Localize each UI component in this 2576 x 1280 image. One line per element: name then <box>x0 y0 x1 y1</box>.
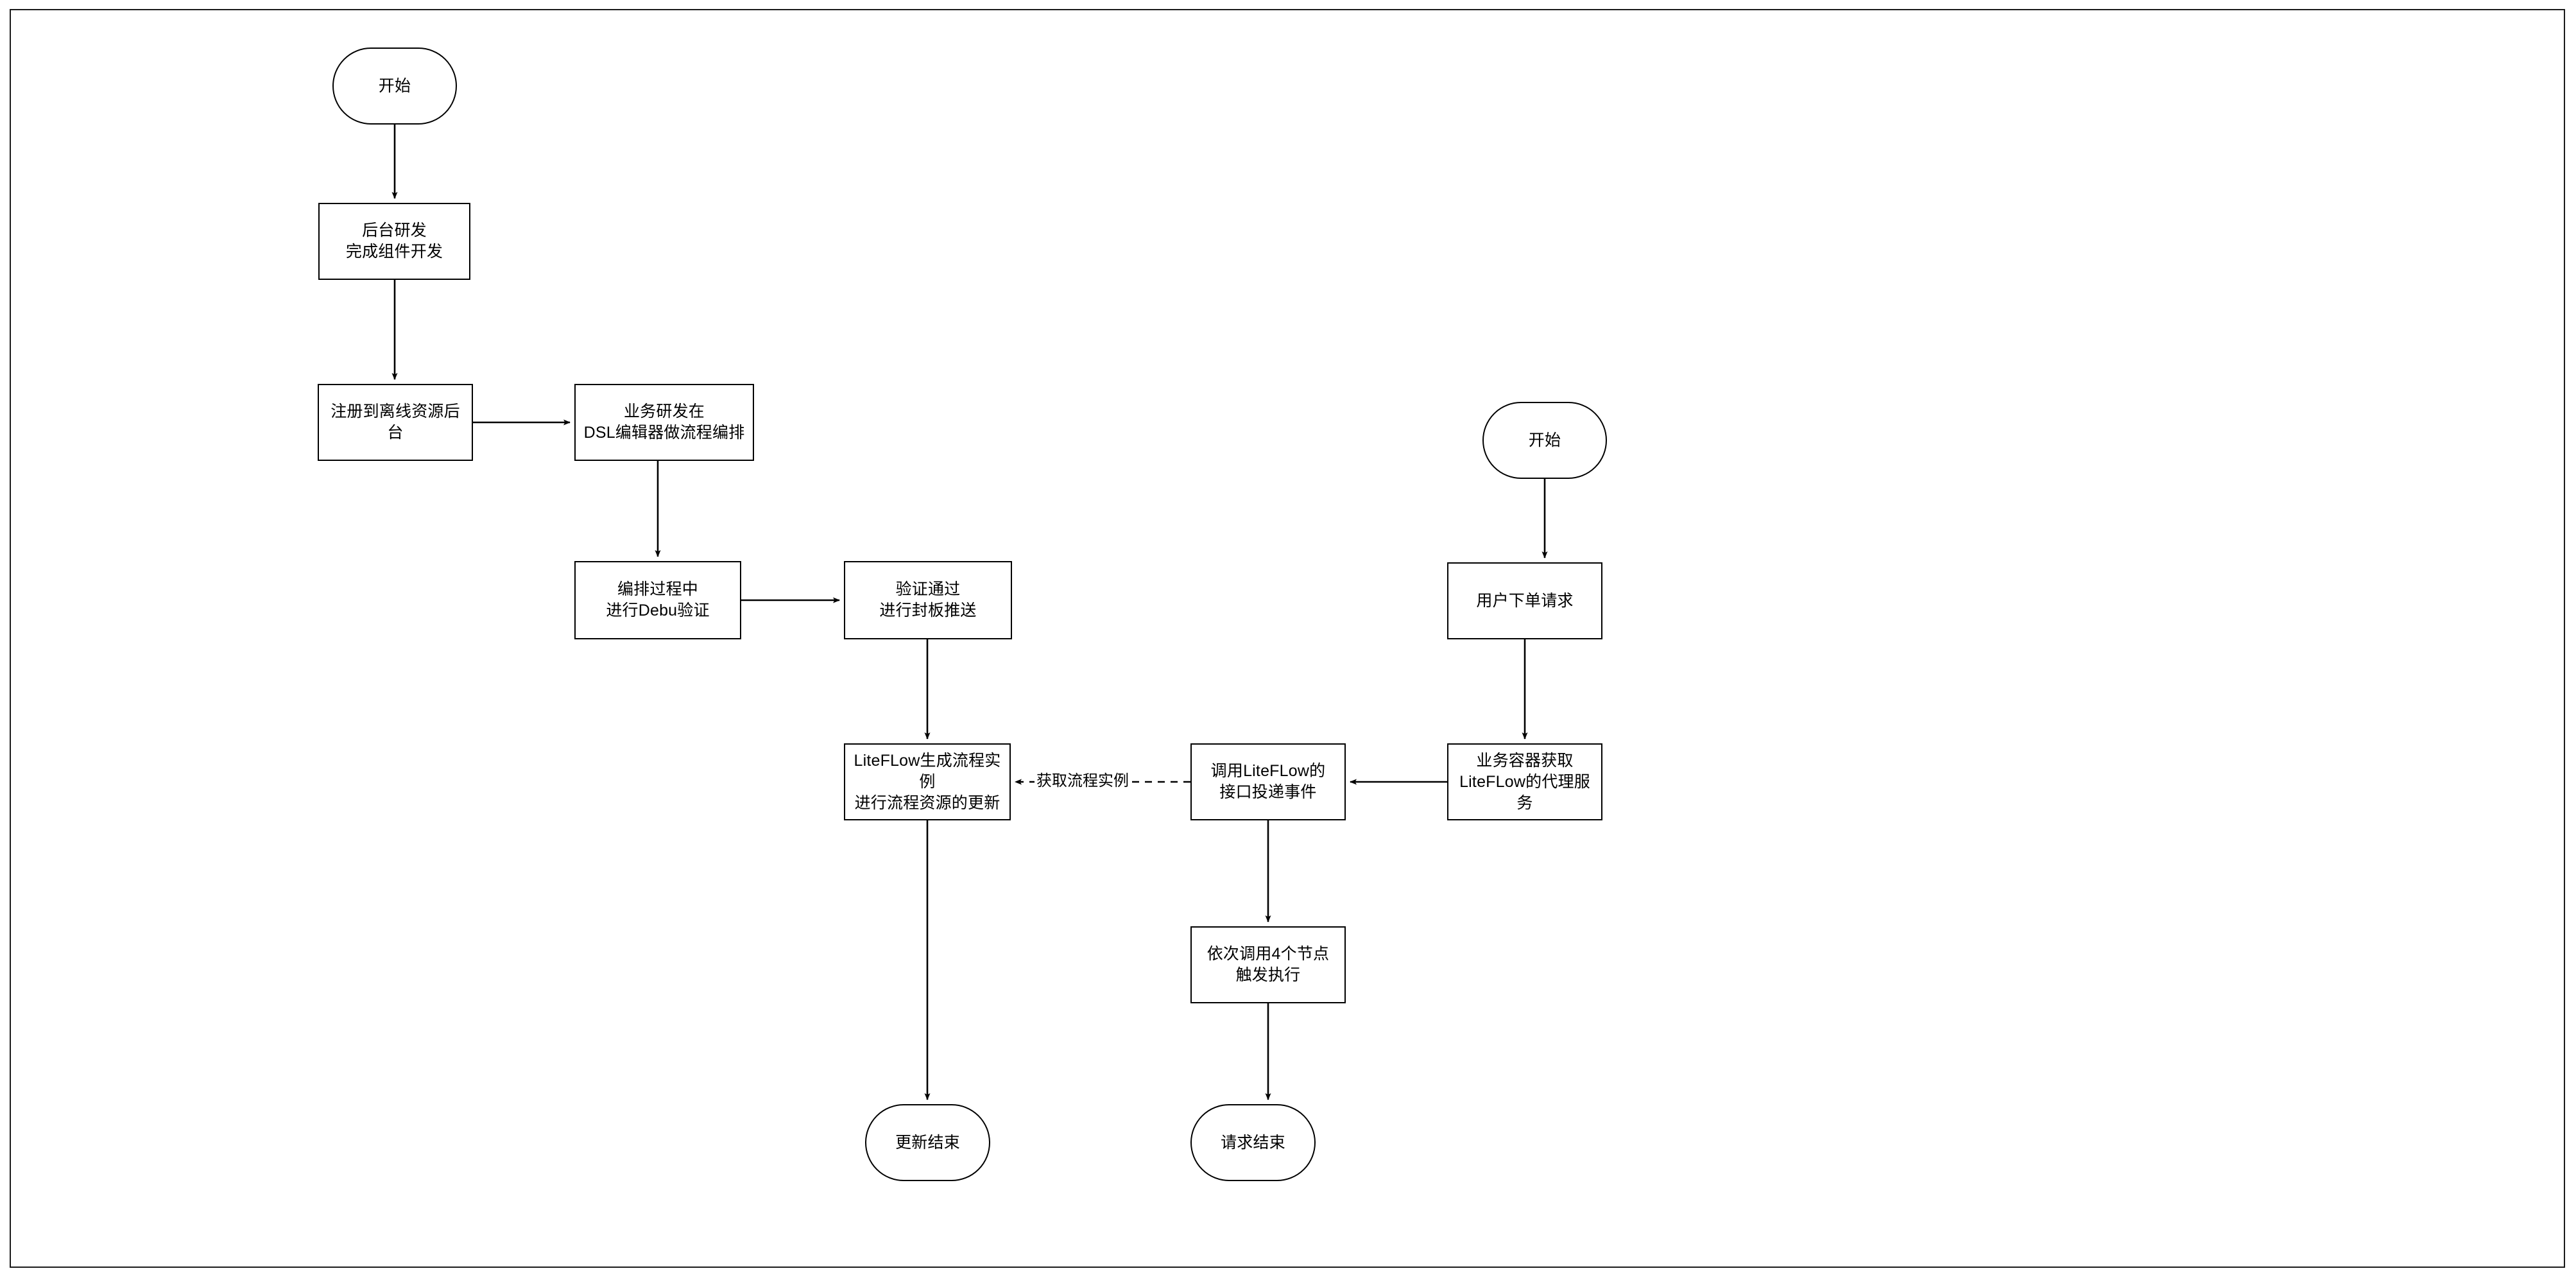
node-user-order-label: 用户下单请求 <box>1476 591 1574 610</box>
node-update-end-label: 更新结束 <box>895 1133 960 1152</box>
node-start-right[interactable]: 开始 <box>1482 402 1607 479</box>
node-register[interactable]: 注册到离线资源后台 <box>318 384 473 461</box>
node-request-end[interactable]: 请求结束 <box>1190 1104 1316 1181</box>
node-liteflow-update-label: LiteFLow生成流程实例 进行流程资源的更新 <box>854 751 1001 812</box>
edge-label-get-flow-instance: 获取流程实例 <box>1035 773 1131 790</box>
node-debug-verify-label: 编排过程中 进行Debu验证 <box>606 580 710 619</box>
node-verify-pass-label: 验证通过 进行封板推送 <box>879 580 977 619</box>
node-liteflow-update[interactable]: LiteFLow生成流程实例 进行流程资源的更新 <box>844 743 1011 820</box>
node-call-4-nodes[interactable]: 依次调用4个节点 触发执行 <box>1190 926 1346 1003</box>
canvas-frame <box>10 9 2565 1268</box>
node-dsl-editor-label: 业务研发在 DSL编辑器做流程编排 <box>583 402 745 442</box>
node-biz-container-label: 业务容器获取 LiteFLow的代理服务 <box>1459 751 1590 812</box>
node-start-left[interactable]: 开始 <box>332 48 457 125</box>
node-biz-container[interactable]: 业务容器获取 LiteFLow的代理服务 <box>1447 743 1602 820</box>
node-register-label: 注册到离线资源后台 <box>331 402 460 442</box>
node-verify-pass[interactable]: 验证通过 进行封板推送 <box>844 561 1012 639</box>
node-dsl-editor[interactable]: 业务研发在 DSL编辑器做流程编排 <box>574 384 754 461</box>
node-backend-dev-label: 后台研发 完成组件开发 <box>345 221 443 261</box>
node-request-end-label: 请求结束 <box>1221 1133 1285 1152</box>
node-call-4-nodes-label: 依次调用4个节点 触发执行 <box>1206 945 1330 984</box>
node-start-left-label: 开始 <box>378 76 411 95</box>
node-backend-dev[interactable]: 后台研发 完成组件开发 <box>318 203 470 280</box>
node-user-order[interactable]: 用户下单请求 <box>1447 562 1602 639</box>
node-call-liteflow[interactable]: 调用LiteFLow的 接口投递事件 <box>1190 743 1346 820</box>
node-debug-verify[interactable]: 编排过程中 进行Debu验证 <box>574 561 741 639</box>
node-update-end[interactable]: 更新结束 <box>865 1104 990 1181</box>
node-start-right-label: 开始 <box>1528 431 1561 449</box>
node-call-liteflow-label: 调用LiteFLow的 接口投递事件 <box>1210 762 1326 801</box>
